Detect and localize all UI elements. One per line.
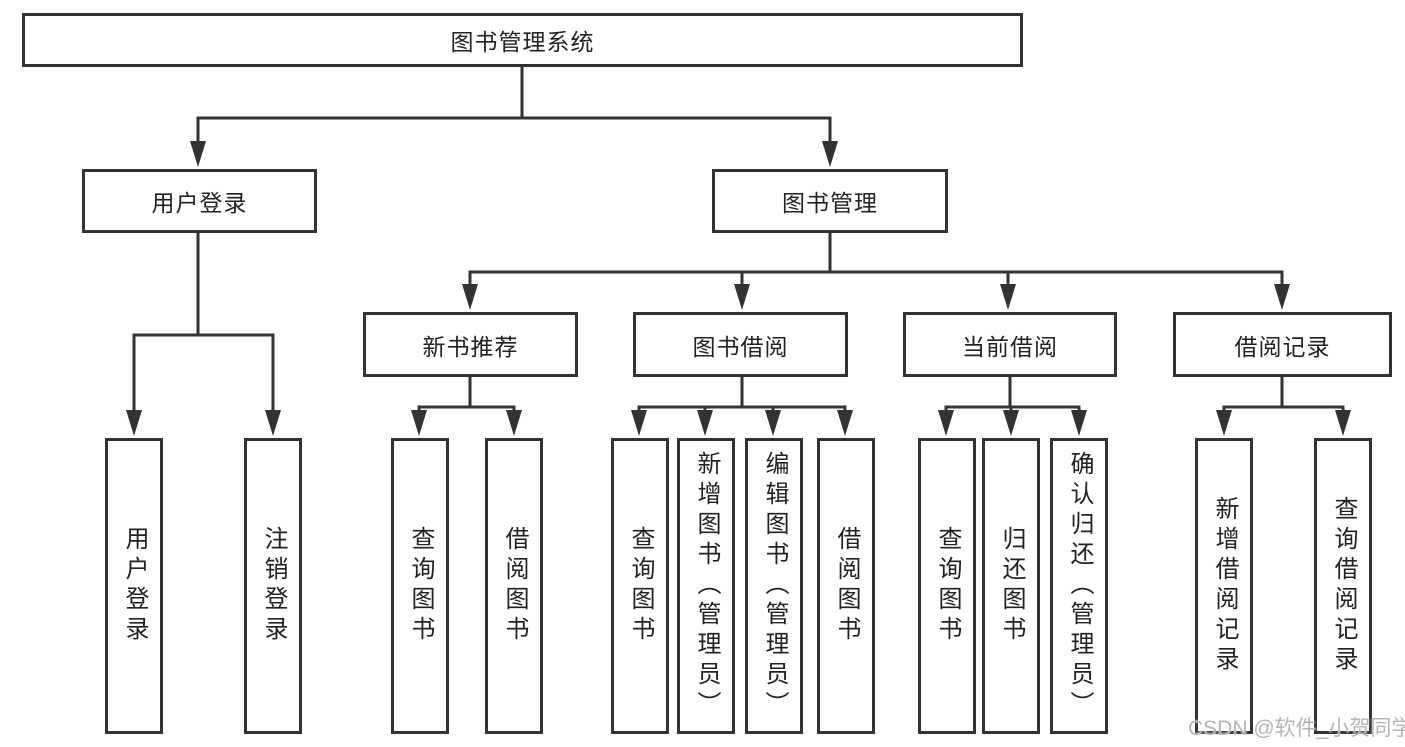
leaf-return-books: 归还图书 — [982, 438, 1040, 734]
leaf-borrow-books-recommend: 借阅图书 — [485, 438, 543, 734]
leaf-user-login-label: 用户登录 — [121, 526, 148, 646]
leaf-borrow-books-borrowing-label: 借阅图书 — [833, 526, 860, 646]
leaf-user-login: 用户登录 — [105, 438, 163, 734]
node-user-login: 用户登录 — [82, 169, 317, 233]
leaf-query-books-recommend: 查询图书 — [391, 438, 449, 734]
node-book-borrowing: 图书借阅 — [633, 312, 848, 377]
leaf-query-books-borrowing: 查询图书 — [611, 438, 669, 734]
leaf-borrow-books-borrowing: 借阅图书 — [817, 438, 875, 734]
node-borrowing-records-label: 借阅记录 — [1234, 333, 1331, 360]
node-current-borrowing: 当前借阅 — [903, 312, 1117, 377]
leaf-query-books-current: 查询图书 — [918, 438, 976, 734]
leaf-logout-label: 注销登录 — [260, 526, 287, 646]
leaf-confirm-return-admin-label: 确认归还（管理员） — [1066, 451, 1093, 721]
node-book-borrowing-label: 图书借阅 — [692, 333, 789, 360]
leaf-query-books-current-label: 查询图书 — [934, 526, 961, 646]
node-current-borrowing-label: 当前借阅 — [962, 333, 1058, 360]
leaf-query-books-borrowing-label: 查询图书 — [627, 526, 654, 646]
node-new-book-recommend: 新书推荐 — [363, 312, 578, 377]
node-borrowing-records: 借阅记录 — [1173, 312, 1392, 377]
node-user-login-label: 用户登录 — [151, 190, 248, 216]
leaf-add-borrow-record-label: 新增借阅记录 — [1211, 496, 1238, 676]
leaf-confirm-return-admin: 确认归还（管理员） — [1050, 438, 1108, 734]
leaf-add-books-admin: 新增图书（管理员） — [677, 438, 735, 734]
node-root-system: 图书管理系统 — [22, 13, 1023, 67]
leaf-logout: 注销登录 — [244, 438, 302, 734]
watermark: CSDN @软件_小贺同学 — [1188, 717, 1405, 740]
node-book-management: 图书管理 — [712, 169, 948, 233]
leaf-query-borrow-record: 查询借阅记录 — [1314, 438, 1372, 734]
leaf-add-borrow-record: 新增借阅记录 — [1195, 438, 1253, 734]
leaf-edit-books-admin: 编辑图书（管理员） — [745, 438, 803, 734]
node-book-management-label: 图书管理 — [782, 190, 878, 216]
leaf-edit-books-admin-label: 编辑图书（管理员） — [761, 451, 788, 721]
leaf-return-books-label: 归还图书 — [998, 526, 1025, 646]
leaf-query-borrow-record-label: 查询借阅记录 — [1330, 496, 1357, 676]
leaf-add-books-admin-label: 新增图书（管理员） — [693, 451, 720, 721]
node-new-book-recommend-label: 新书推荐 — [422, 333, 519, 360]
node-root-system-label: 图书管理系统 — [450, 29, 595, 55]
leaf-query-books-recommend-label: 查询图书 — [407, 526, 434, 646]
leaf-borrow-books-recommend-label: 借阅图书 — [501, 526, 528, 646]
